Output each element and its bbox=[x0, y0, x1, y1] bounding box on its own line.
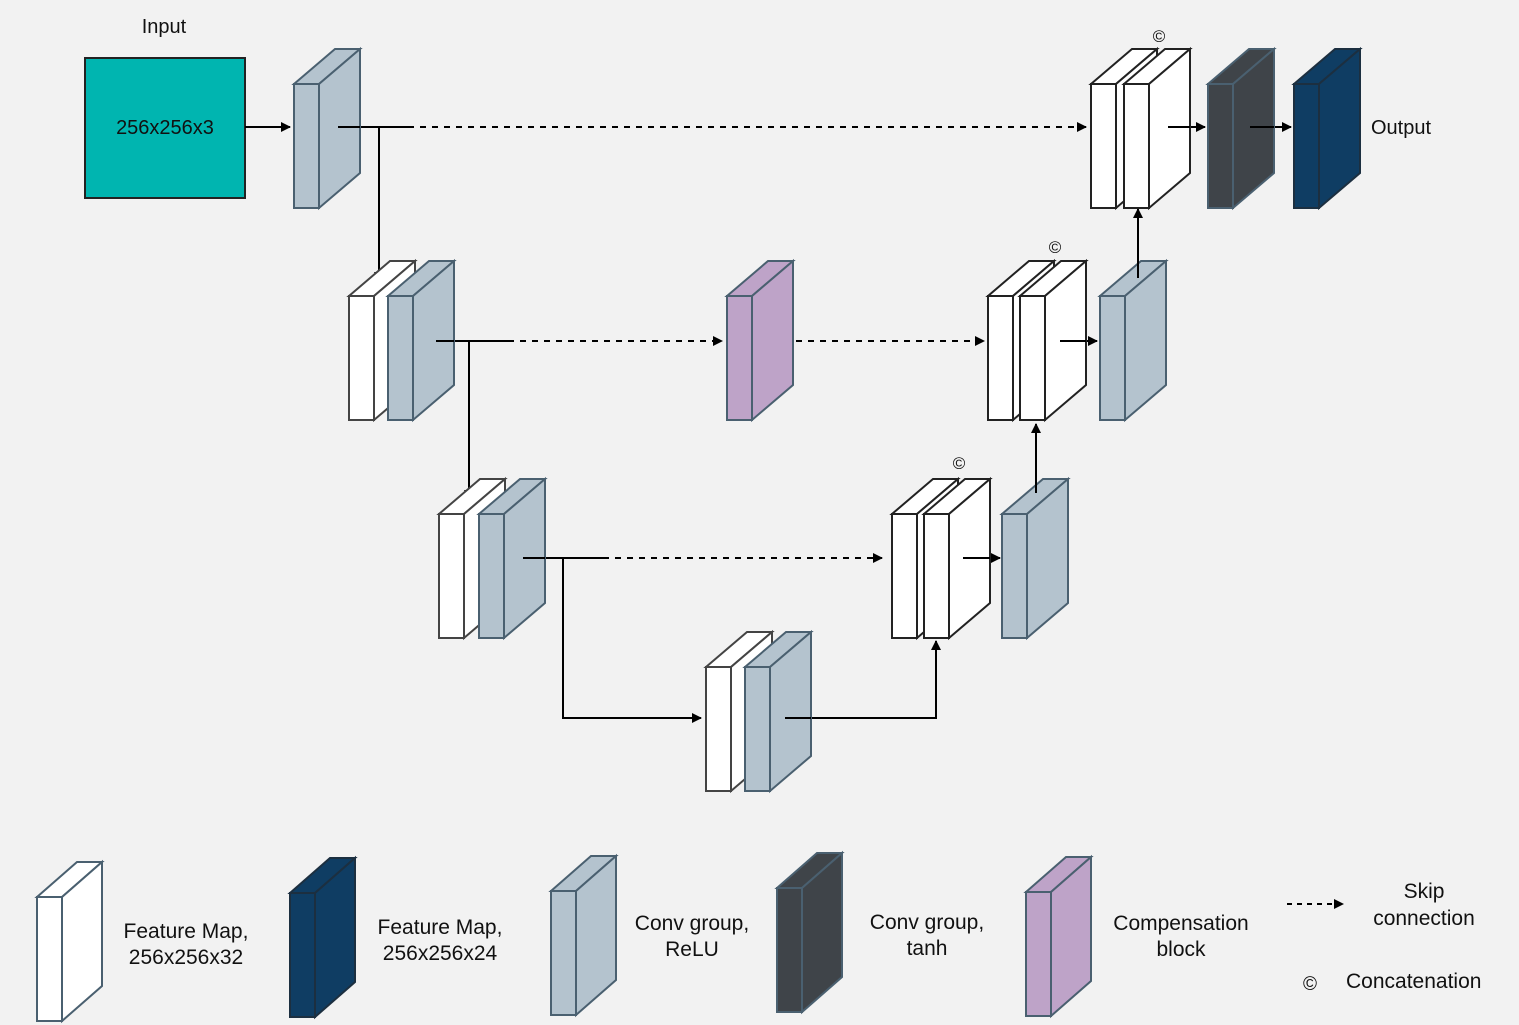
arrow bbox=[562, 558, 702, 723]
legend-feature-map-32-line2: 256x256x32 bbox=[129, 946, 243, 969]
legend: Feature Map, 256x256x32 Feature Map, 256… bbox=[34, 850, 1481, 1024]
legend-conv-relu-line2: ReLU bbox=[665, 938, 719, 961]
conv-relu-block bbox=[742, 629, 814, 794]
conv-tanh-block bbox=[1205, 46, 1277, 211]
concat-marker: © bbox=[1049, 238, 1062, 257]
compensation-block bbox=[724, 258, 796, 423]
legend-output-feature-map-icon bbox=[287, 855, 358, 1020]
conv-relu-block bbox=[385, 258, 457, 423]
input-block bbox=[84, 57, 246, 199]
arrow bbox=[785, 640, 941, 719]
legend-compensation-icon bbox=[1023, 854, 1094, 1019]
feature-map-block bbox=[1121, 46, 1193, 211]
legend-compensation-line2: block bbox=[1156, 938, 1206, 961]
legend-concat-icon: © bbox=[1303, 974, 1317, 995]
concat-marker: © bbox=[1153, 27, 1166, 46]
legend-skip-line2: connection bbox=[1373, 907, 1475, 930]
legend-feature-map-24-line1: Feature Map, bbox=[378, 916, 503, 939]
output-feature-map-block bbox=[1291, 46, 1363, 211]
output-label: Output bbox=[1371, 117, 1431, 139]
legend-conv-tanh-line1: Conv group, bbox=[870, 911, 984, 934]
legend-feature-map-32-line1: Feature Map, bbox=[124, 920, 249, 943]
input-label: Input bbox=[142, 16, 187, 38]
legend-feature-map-24-line2: 256x256x24 bbox=[383, 942, 498, 965]
legend-feature-map-icon bbox=[34, 859, 105, 1024]
input-dims: 256x256x3 bbox=[116, 117, 214, 139]
conv-relu-block bbox=[291, 46, 363, 211]
legend-concatenation-label: Concatenation bbox=[1346, 970, 1481, 993]
legend-conv-relu-line1: Conv group, bbox=[635, 912, 749, 935]
conv-relu-block bbox=[999, 476, 1071, 641]
concat-marker: © bbox=[953, 454, 966, 473]
legend-conv-tanh-line2: tanh bbox=[907, 937, 948, 960]
legend-compensation-line1: Compensation bbox=[1113, 912, 1248, 935]
legend-conv-relu-icon bbox=[548, 853, 619, 1018]
legend-skip-line1: Skip bbox=[1404, 880, 1445, 903]
connections bbox=[245, 122, 1292, 723]
legend-conv-tanh-icon bbox=[774, 850, 845, 1015]
conv-relu-block bbox=[1097, 258, 1169, 423]
